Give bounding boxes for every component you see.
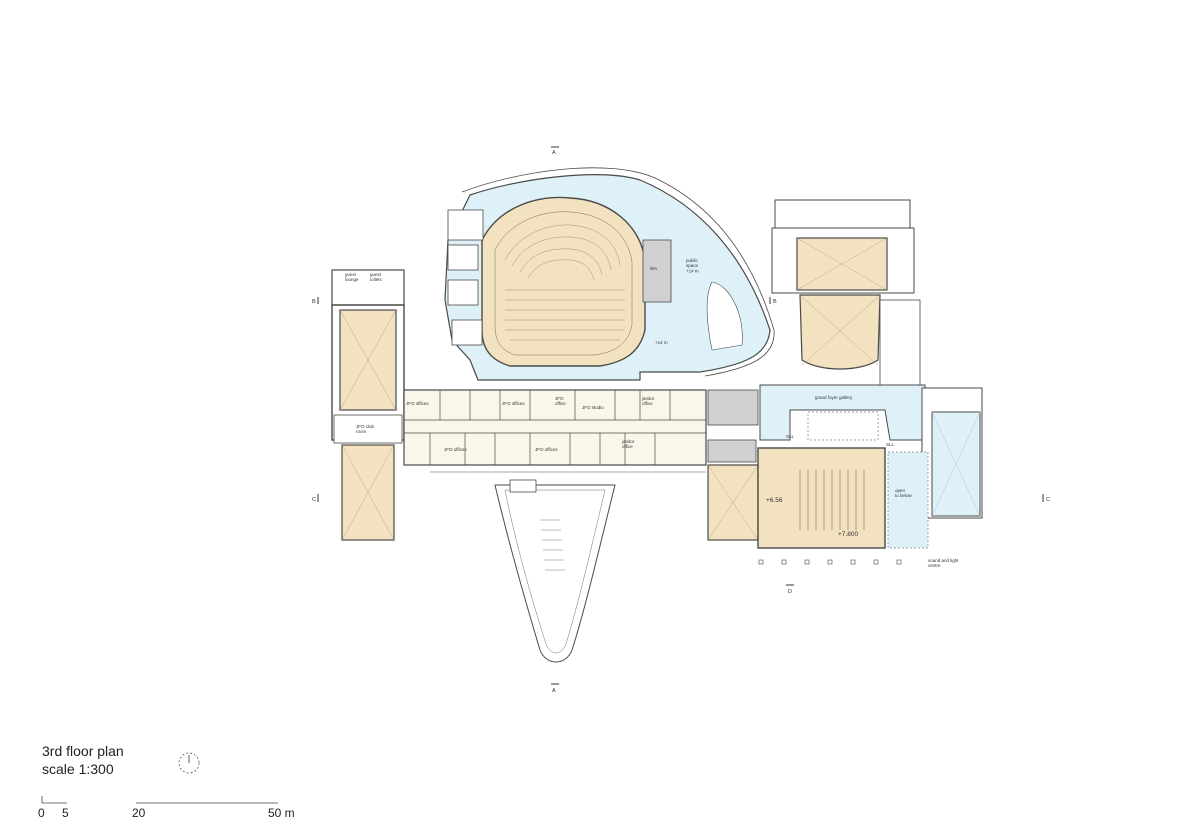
office-band — [403, 389, 707, 466]
label-jfo-offices-3: JFO offices — [444, 447, 467, 452]
label-jfo-studio: JFO studio — [582, 405, 604, 410]
label-level-7800: +7.800 — [838, 531, 858, 538]
right-upper-hall-cross — [796, 237, 888, 291]
left-club-room — [333, 414, 403, 444]
section-a-bottom: A — [552, 688, 556, 694]
right-far-hall-cross — [931, 411, 981, 517]
concert-hall-seating — [504, 224, 625, 341]
left-wing-top — [331, 269, 405, 306]
label-level-14: +14 m — [655, 340, 668, 345]
hall-service-rooms — [447, 209, 484, 346]
scale-tick-20: 20 — [132, 806, 146, 820]
triangular-wing — [494, 484, 616, 663]
label-sll-1: SLL — [786, 434, 795, 439]
scale-tick-0: 0 — [38, 806, 45, 820]
right-top-offices — [774, 199, 911, 229]
theatre-hall-cross — [801, 296, 879, 366]
north-arrow-icon — [178, 752, 200, 774]
section-c-right: C — [1046, 497, 1050, 503]
label-wa: WA — [650, 266, 657, 271]
service-grey — [707, 439, 757, 463]
theatre-7800-seating — [799, 470, 865, 530]
void-oval — [706, 281, 743, 351]
theatre-hall — [799, 294, 881, 370]
left-hall-upper-cross — [339, 309, 397, 411]
left-hall-lower-cross — [341, 444, 395, 541]
section-d: D — [788, 589, 792, 595]
label-jfo-offices-2: JFO offices — [502, 401, 525, 406]
section-c-left: C — [312, 497, 316, 503]
outer-envelope — [461, 167, 775, 377]
section-line-marks — [317, 146, 1044, 685]
label-jfo-offices-4: JFO offices — [535, 447, 558, 452]
column-row — [758, 559, 902, 565]
wing-entrance — [509, 479, 537, 493]
office-partitions — [429, 390, 671, 465]
label-sll-2: SLL — [886, 442, 895, 447]
scale-tick-5: 5 — [62, 806, 69, 820]
stair-core — [707, 389, 759, 426]
scale-bar — [41, 796, 278, 804]
wa-room — [642, 239, 672, 303]
label-jfo-offices-1: JFO offices — [406, 401, 429, 406]
foyer-void — [807, 411, 879, 441]
wing-seating — [540, 519, 565, 571]
label-grand-foyer-gallery: grand foyer gallery — [815, 395, 853, 400]
section-a-top: A — [552, 150, 556, 156]
open-to-below — [887, 451, 929, 549]
plan-title: 3rd floor plan scale 1:300 — [42, 742, 124, 778]
hall-656-cross — [707, 464, 759, 541]
section-b-left: B — [312, 299, 316, 305]
concert-hall-inner — [494, 211, 633, 356]
label-level-656: +6.56 — [766, 497, 783, 504]
concert-hall — [481, 196, 646, 367]
plan-title-line1: 3rd floor plan — [42, 743, 124, 759]
scale-tick-50: 50 m — [268, 806, 295, 820]
section-b-right: B — [773, 299, 777, 305]
right-service-stack — [879, 299, 921, 386]
plan-scale: scale 1:300 — [42, 761, 114, 777]
